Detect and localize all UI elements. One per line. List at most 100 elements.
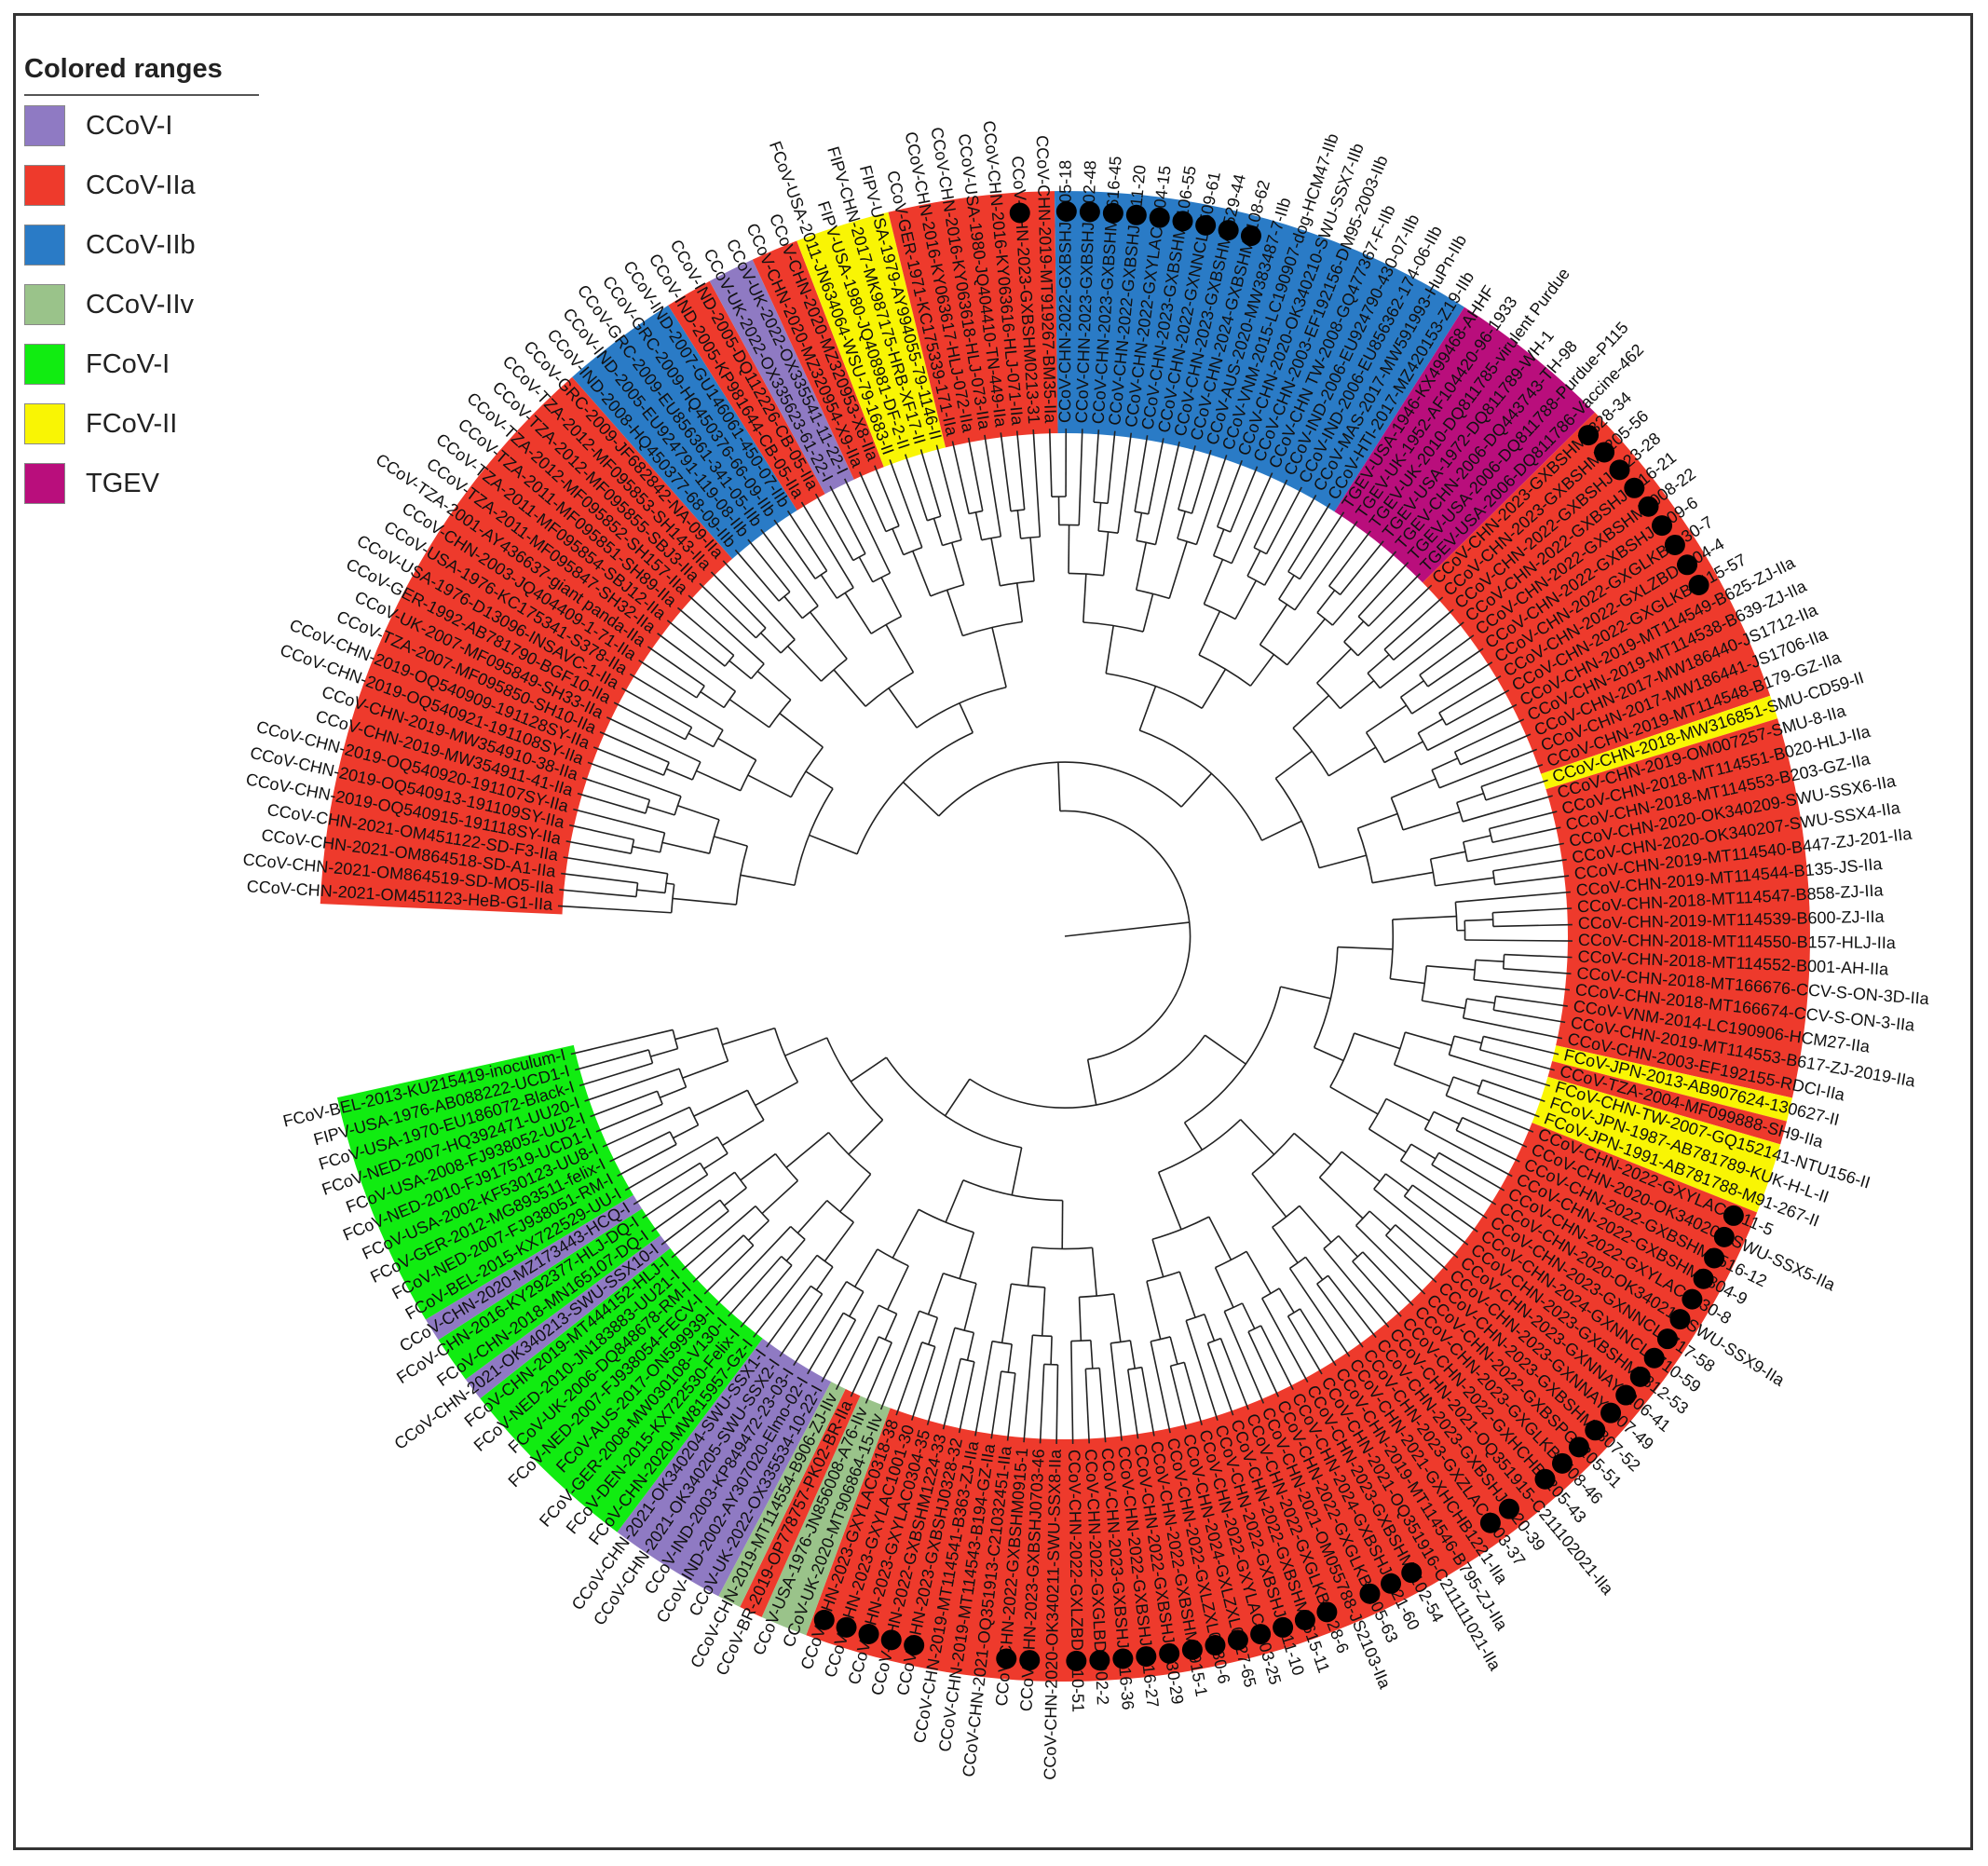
branch	[561, 872, 638, 884]
branch	[843, 478, 892, 574]
branch	[1357, 584, 1433, 657]
study-sample-dot	[1638, 496, 1659, 517]
leaf-label: CCoV-CHN-2022-GXBSHJ1005-18	[1055, 160, 1075, 423]
branch-arc	[991, 1340, 1013, 1345]
branch	[717, 737, 756, 761]
branch	[1048, 429, 1053, 497]
study-sample-dot	[858, 1623, 879, 1644]
branch-arc	[1448, 1035, 1455, 1056]
branch	[773, 519, 816, 579]
study-sample-dot	[836, 1616, 857, 1638]
branch	[1424, 1128, 1513, 1178]
branch-arc	[916, 686, 1007, 729]
branch	[1050, 1336, 1053, 1365]
branch	[723, 1187, 747, 1206]
legend-label: CCoV-IIv	[86, 289, 195, 320]
branch	[740, 1152, 776, 1181]
branch	[1464, 919, 1493, 922]
legend-swatch	[24, 165, 65, 206]
study-sample-dot	[1704, 1247, 1725, 1269]
branch	[760, 632, 782, 654]
branch	[815, 1266, 834, 1291]
branch-arc	[1393, 1031, 1407, 1066]
branch	[1433, 1110, 1460, 1125]
branch	[1214, 1267, 1234, 1308]
branch-arc	[670, 884, 675, 913]
study-sample-dot	[1195, 214, 1217, 236]
branch-arc	[1316, 682, 1341, 710]
branch	[793, 1281, 848, 1367]
branch	[1405, 1031, 1452, 1046]
study-sample-dot	[1656, 1328, 1678, 1350]
branch	[1140, 1367, 1155, 1437]
study-sample-dot	[1693, 1268, 1714, 1289]
branch	[756, 670, 792, 701]
study-sample-dot	[904, 1634, 925, 1655]
branch	[926, 1328, 956, 1425]
study-sample-dot	[1359, 1583, 1381, 1604]
branch	[714, 836, 748, 847]
branch	[1467, 842, 1564, 863]
branch	[575, 1049, 649, 1071]
branch	[595, 1103, 663, 1133]
branch	[740, 1264, 793, 1328]
branch	[1477, 1092, 1540, 1118]
study-sample-dot	[1316, 1601, 1338, 1623]
branch	[1318, 854, 1367, 869]
branch	[1251, 1173, 1287, 1218]
branch	[579, 1062, 653, 1087]
branch-arc	[826, 1200, 854, 1223]
branch	[1492, 923, 1573, 928]
branch	[755, 1081, 798, 1107]
branch	[1492, 907, 1573, 914]
branch-arc	[1429, 858, 1437, 886]
branch-arc	[927, 515, 941, 522]
branch	[1084, 1369, 1090, 1444]
branch	[833, 669, 866, 707]
branch	[1272, 1226, 1299, 1264]
branch	[1097, 502, 1102, 531]
branch-arc	[1462, 998, 1468, 1018]
branch	[850, 1056, 887, 1083]
branch	[1395, 1224, 1449, 1272]
study-sample-dot	[1227, 1629, 1248, 1651]
branch	[565, 840, 632, 854]
branch	[1023, 1335, 1034, 1443]
branch	[1259, 604, 1288, 646]
branch	[633, 1162, 701, 1205]
study-sample-dot	[1089, 1650, 1110, 1671]
branch	[1032, 429, 1042, 538]
branch	[602, 1106, 690, 1148]
branch-arc	[960, 1357, 975, 1363]
branch	[666, 882, 674, 886]
branch	[1385, 1234, 1437, 1284]
branch	[581, 777, 650, 801]
study-sample-dot	[1205, 1635, 1226, 1656]
branch	[587, 761, 682, 797]
study-sample-dot	[1172, 211, 1193, 232]
branch	[919, 449, 942, 517]
branch	[688, 732, 715, 748]
branch	[1495, 995, 1568, 1007]
study-sample-dot	[1624, 477, 1645, 498]
branch-arc	[1178, 509, 1192, 514]
branch	[1205, 1034, 1246, 1065]
legend-item: CCoV-IIa	[24, 156, 259, 215]
branch	[1357, 812, 1398, 829]
branch	[1102, 531, 1110, 576]
branch	[1294, 521, 1358, 611]
branch	[1373, 1188, 1459, 1259]
branch	[1231, 472, 1273, 565]
branch	[1107, 430, 1116, 504]
branch	[974, 511, 983, 540]
branch	[1454, 718, 1525, 753]
branch	[1493, 1009, 1566, 1024]
branch	[577, 792, 647, 814]
branch-arc	[1343, 641, 1359, 657]
branch-arc	[719, 1199, 729, 1212]
branch	[779, 713, 824, 748]
tree-branches	[557, 428, 1573, 1444]
branch	[1368, 1210, 1392, 1232]
branch	[904, 454, 929, 522]
study-sample-dot	[1055, 201, 1077, 223]
